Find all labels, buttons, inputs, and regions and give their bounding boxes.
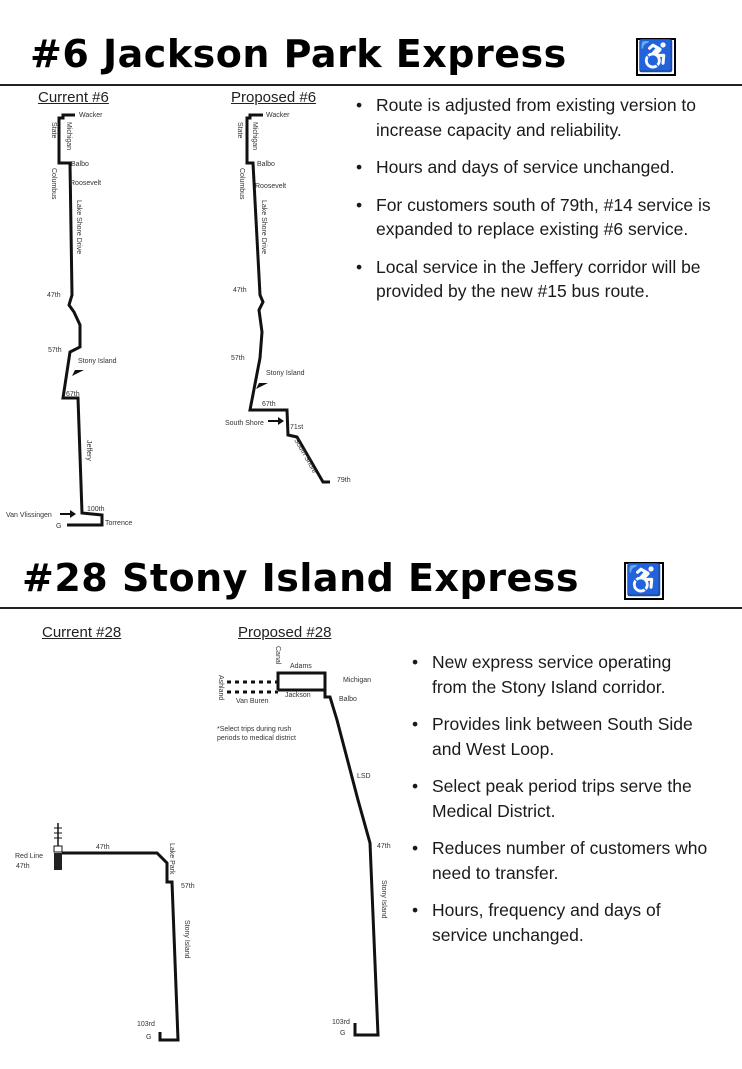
map-label: Roosevelt bbox=[70, 180, 101, 187]
wheelchair-icon: ♿ bbox=[624, 562, 664, 600]
map-label: 67th bbox=[262, 401, 276, 408]
map-label: 103rd bbox=[137, 1021, 155, 1028]
divider bbox=[0, 607, 742, 609]
map-label: 57th bbox=[181, 883, 195, 890]
map-label: Balbo bbox=[71, 161, 89, 168]
map-label: Michigan bbox=[65, 122, 72, 150]
arrow-icon bbox=[60, 510, 76, 518]
map-label: State bbox=[50, 122, 57, 138]
map-label: 67th bbox=[66, 391, 80, 398]
map-label: Balbo bbox=[339, 696, 357, 703]
map-label: Ashland bbox=[217, 675, 224, 700]
current-28-route-line bbox=[62, 851, 180, 1042]
bullet: For customers south of 79th, #14 service… bbox=[354, 193, 714, 242]
map-label: 47th bbox=[377, 843, 391, 850]
route-28-title: #28 Stony Island Express bbox=[22, 556, 579, 600]
map-label: Van Buren bbox=[236, 698, 269, 705]
map-label: Roosevelt bbox=[255, 183, 286, 190]
current-6-heading: Current #6 bbox=[38, 89, 109, 106]
divider bbox=[0, 84, 742, 86]
route-6-title: #6 Jackson Park Express bbox=[30, 32, 567, 76]
map-label: 47th bbox=[96, 844, 110, 851]
arrow-icon bbox=[256, 383, 268, 389]
map-label: G bbox=[340, 1030, 345, 1037]
map-label: 47th bbox=[47, 292, 61, 299]
map-label: 79th bbox=[337, 477, 351, 484]
map-label: Stony Island bbox=[266, 370, 305, 377]
map-label: Stony Island bbox=[380, 880, 387, 919]
bullet: Hours and days of service unchanged. bbox=[354, 155, 714, 180]
map-label: G bbox=[56, 523, 61, 530]
map-label: Canal bbox=[274, 646, 281, 665]
bullet: Local service in the Jeffery corridor wi… bbox=[354, 255, 714, 304]
map-label: 100th bbox=[87, 506, 105, 513]
map-label: Van Vlissingen bbox=[6, 512, 52, 519]
map-label: South Shore bbox=[292, 438, 318, 475]
map-note: periods to medical district bbox=[217, 735, 296, 742]
red-line-station-icon bbox=[53, 823, 63, 870]
bullet: Route is adjusted from existing version … bbox=[354, 93, 714, 142]
wheelchair-icon: ♿ bbox=[636, 38, 676, 76]
current-28-heading: Current #28 bbox=[42, 624, 122, 641]
arrow-icon bbox=[268, 417, 284, 425]
route-28-bullets: New express service operating from the S… bbox=[410, 650, 710, 960]
map-label: Balbo bbox=[257, 161, 275, 168]
proposed-28-route-line bbox=[276, 671, 380, 1037]
map-label: 47th bbox=[233, 287, 247, 294]
map-label: Wacker bbox=[79, 112, 103, 119]
map-label: Stony Island bbox=[183, 920, 190, 959]
bullet: New express service operating from the S… bbox=[410, 650, 710, 699]
map-label: Michigan bbox=[343, 677, 371, 684]
map-label: South Shore bbox=[225, 420, 264, 427]
proposed-28-heading: Proposed #28 bbox=[238, 624, 332, 641]
bullet: Select peak period trips serve the Medic… bbox=[410, 774, 710, 823]
map-label: Lake Shore Drive bbox=[260, 200, 267, 254]
map-label: Lake Shore Drive bbox=[75, 200, 82, 254]
map-label: Jackson bbox=[285, 692, 311, 699]
map-label: Stony Island bbox=[78, 358, 117, 365]
map-label: 47th bbox=[16, 863, 30, 870]
bullet: Reduces number of customers who need to … bbox=[410, 836, 710, 885]
arrows bbox=[60, 370, 284, 518]
map-label: Wacker bbox=[266, 112, 290, 119]
map-label: Jeffery bbox=[85, 440, 92, 461]
map-label: G bbox=[146, 1034, 151, 1041]
bullet: Hours, frequency and days of service unc… bbox=[410, 898, 710, 947]
map-label: Red Line bbox=[15, 853, 43, 860]
map-label: 57th bbox=[48, 347, 62, 354]
map-label: 71st bbox=[290, 424, 303, 431]
map-note: *Select trips during rush bbox=[217, 726, 291, 733]
map-label: 57th bbox=[231, 355, 245, 362]
map-label: Torrence bbox=[105, 520, 132, 527]
arrow-icon bbox=[72, 370, 84, 376]
map-label: LSD bbox=[357, 773, 371, 780]
proposed-6-route-line bbox=[245, 113, 330, 484]
bullet: Provides link between South Side and Wes… bbox=[410, 712, 710, 761]
map-label: Lake Park bbox=[168, 843, 175, 875]
map-label: Adams bbox=[290, 663, 312, 670]
map-label: 103rd bbox=[332, 1019, 350, 1026]
map-label: Michigan bbox=[251, 122, 258, 150]
map-label: Columbus bbox=[50, 168, 57, 200]
proposed-6-heading: Proposed #6 bbox=[231, 89, 317, 106]
map-label: State bbox=[236, 122, 243, 138]
map-label: Columbus bbox=[238, 168, 245, 200]
route-6-bullets: Route is adjusted from existing version … bbox=[354, 93, 714, 317]
current-6-route-line bbox=[57, 113, 104, 527]
